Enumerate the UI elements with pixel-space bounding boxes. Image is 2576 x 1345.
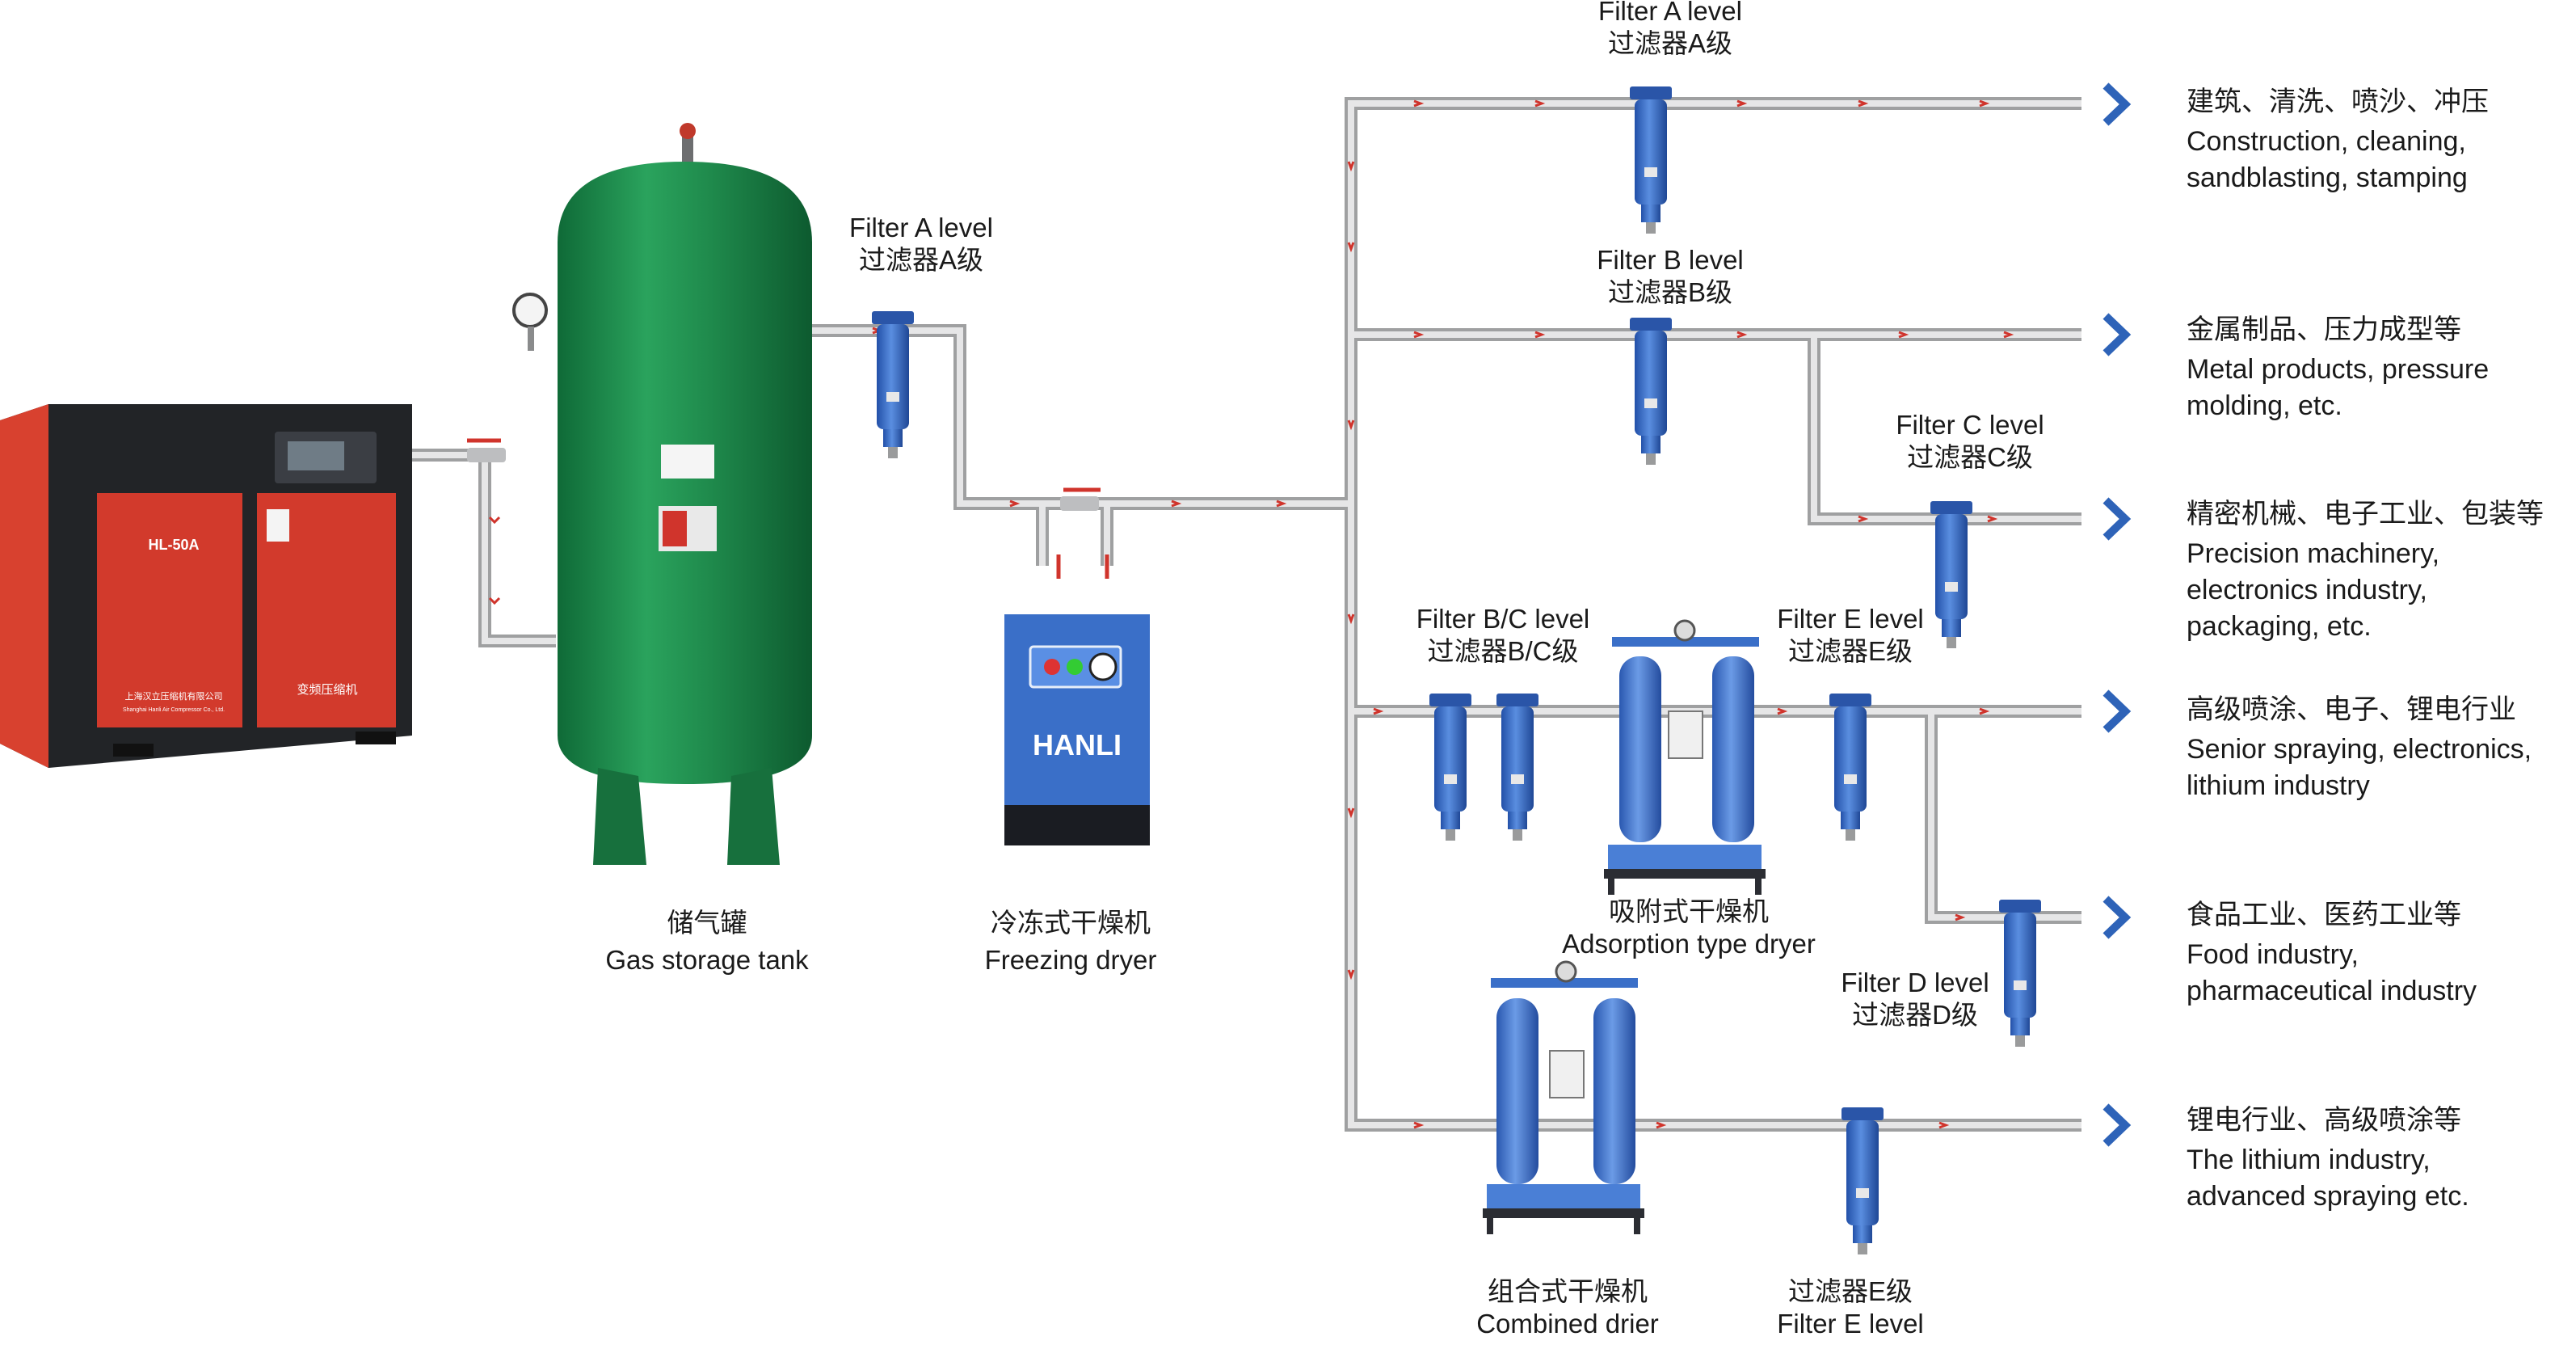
combined-drier-label-en: Combined drier bbox=[1476, 1309, 1659, 1339]
filter-bc-label: Filter B/C level 过滤器B/C级 bbox=[1382, 603, 1624, 668]
filter-e-bottom-label: 过滤器E级 Filter E level bbox=[1745, 1275, 1955, 1341]
application-zh: 高级喷涂、电子、锂电行业 bbox=[2187, 694, 2516, 725]
application-zh: 锂电行业、高级喷涂等 bbox=[2187, 1105, 2461, 1136]
filter-a-branch-unit bbox=[1630, 86, 1672, 234]
ball-valves bbox=[467, 438, 1109, 579]
filter-a-main-en: Filter A level bbox=[849, 213, 993, 242]
combined-drier-label: 组合式干燥机 Combined drier bbox=[1446, 1275, 1689, 1341]
filter-a-branch-label: Filter A level 过滤器A级 bbox=[1565, 0, 1775, 61]
application-senior-spraying: 高级喷涂、电子、锂电行业 Senior spraying, electronic… bbox=[2187, 692, 2532, 804]
application-precision-machinery: 精密机械、电子工业、包装等 Precision machinery, elect… bbox=[2187, 496, 2544, 645]
combined-drier bbox=[1483, 960, 1644, 1234]
filter-d-branch-label: Filter D level 过滤器D级 bbox=[1810, 967, 2020, 1032]
chevron-right-icon bbox=[2102, 689, 2132, 733]
chevron-right-icon bbox=[2102, 313, 2132, 356]
filter-a-main-zh: 过滤器A级 bbox=[858, 245, 983, 276]
filter-c-branch-en: Filter C level bbox=[1896, 410, 2044, 440]
chevron-right-icon bbox=[2102, 82, 2132, 126]
tank-label-zh: 储气罐 bbox=[667, 908, 747, 938]
filter-e-branch-en: Filter E level bbox=[1777, 604, 1924, 634]
application-construction: 建筑、清洗、喷沙、冲压 Construction, cleaning, sand… bbox=[2187, 84, 2489, 196]
filter-c-branch-zh: 过滤器C级 bbox=[1907, 442, 2033, 473]
application-en: molding, etc. bbox=[2187, 390, 2342, 421]
tank-label-en: Gas storage tank bbox=[605, 945, 809, 976]
filter-e-bottom-zh: 过滤器E级 bbox=[1787, 1276, 1913, 1306]
filter-b-branch-zh: 过滤器B级 bbox=[1607, 277, 1732, 308]
compressor-company: 上海汉立压缩机有限公司 bbox=[125, 690, 223, 702]
filter-bc-unit-2 bbox=[1496, 694, 1538, 841]
application-en: sandblasting, stamping bbox=[2187, 162, 2468, 193]
combined-drier-label-zh: 组合式干燥机 bbox=[1488, 1276, 1648, 1306]
filter-a-branch-en: Filter A level bbox=[1598, 0, 1742, 26]
application-zh: 精密机械、电子工业、包装等 bbox=[2187, 499, 2544, 529]
filter-bc-zh: 过滤器B/C级 bbox=[1427, 636, 1579, 667]
air-compressor: HL-50A 上海汉立压缩机有限公司 Shanghai Hanli Air Co… bbox=[0, 404, 412, 768]
application-food-pharma: 食品工业、医药工业等 Food industry, pharmaceutical… bbox=[2187, 897, 2477, 1010]
filter-b-branch-en: Filter B level bbox=[1597, 245, 1744, 275]
chevron-right-icon bbox=[2102, 497, 2132, 541]
chevron-right-icon bbox=[2102, 896, 2132, 939]
application-en: advanced spraying etc. bbox=[2187, 1180, 2469, 1212]
application-en: The lithium industry, bbox=[2187, 1144, 2431, 1175]
freezing-dryer: HANLI bbox=[1004, 614, 1150, 845]
application-en: Construction, cleaning, bbox=[2187, 125, 2466, 157]
freezing-dryer-label: 冷冻式干燥机 Freezing dryer bbox=[945, 907, 1196, 977]
application-en: Metal products, pressure bbox=[2187, 353, 2490, 385]
pipe-network bbox=[396, 97, 2081, 1132]
filter-b-branch-label: Filter B level 过滤器B级 bbox=[1565, 244, 1775, 310]
filter-a-main-unit bbox=[872, 311, 914, 458]
compressor-company-en: Shanghai Hanli Air Compressor Co., Ltd. bbox=[123, 707, 225, 713]
compressor-model: HL-50A bbox=[148, 537, 199, 553]
application-en: Senior spraying, electronics, bbox=[2187, 733, 2532, 765]
filter-e-branch-zh: 过滤器E级 bbox=[1787, 636, 1913, 667]
application-lithium: 锂电行业、高级喷涂等 The lithium industry, advance… bbox=[2187, 1103, 2469, 1215]
application-zh: 金属制品、压力成型等 bbox=[2187, 314, 2461, 345]
filter-b-branch-unit bbox=[1630, 318, 1672, 465]
application-en: Precision machinery, bbox=[2187, 538, 2440, 569]
application-en: packaging, etc. bbox=[2187, 610, 2372, 642]
application-zh: 食品工业、医药工业等 bbox=[2187, 900, 2461, 930]
filter-d-branch-en: Filter D level bbox=[1841, 968, 1989, 997]
adsorption-dryer-label-zh: 吸附式干燥机 bbox=[1609, 896, 1769, 926]
tank-label: 储气罐 Gas storage tank bbox=[582, 907, 832, 977]
filter-bc-en: Filter B/C level bbox=[1416, 604, 1590, 634]
freezing-dryer-label-en: Freezing dryer bbox=[984, 945, 1157, 976]
adsorption-dryer bbox=[1604, 619, 1766, 895]
filter-c-branch-label: Filter C level 过滤器C级 bbox=[1865, 409, 2075, 474]
application-en: lithium industry bbox=[2187, 769, 2370, 801]
adsorption-dryer-label: 吸附式干燥机 Adsorption type dryer bbox=[1519, 896, 1858, 961]
filter-e-branch-unit bbox=[1829, 694, 1871, 841]
application-zh: 建筑、清洗、喷沙、冲压 bbox=[2187, 86, 2489, 117]
application-en: pharmaceutical industry bbox=[2187, 975, 2477, 1006]
filter-a-branch-zh: 过滤器A级 bbox=[1607, 28, 1732, 59]
freezing-dryer-label-zh: 冷冻式干燥机 bbox=[991, 908, 1151, 938]
filter-bc-unit-1 bbox=[1429, 694, 1471, 841]
filter-e-branch-label: Filter E level 过滤器E级 bbox=[1745, 603, 1955, 668]
application-en: Food industry, bbox=[2187, 938, 2359, 970]
gas-storage-tank bbox=[512, 123, 812, 865]
filter-a-main-label: Filter A level 过滤器A级 bbox=[816, 212, 1026, 277]
adsorption-dryer-label-en: Adsorption type dryer bbox=[1562, 929, 1816, 959]
compressor-door-label: 变频压缩机 bbox=[297, 683, 357, 697]
application-metal-products: 金属制品、压力成型等 Metal products, pressure mold… bbox=[2187, 312, 2489, 424]
filter-d-branch-zh: 过滤器D级 bbox=[1852, 1000, 1978, 1031]
application-en: electronics industry, bbox=[2187, 574, 2427, 605]
dryer-brand: HANLI bbox=[1033, 728, 1122, 761]
filter-e-bottom-en: Filter E level bbox=[1777, 1309, 1924, 1339]
filter-e-bottom-unit bbox=[1842, 1107, 1884, 1254]
chevron-right-icon bbox=[2102, 1103, 2132, 1147]
